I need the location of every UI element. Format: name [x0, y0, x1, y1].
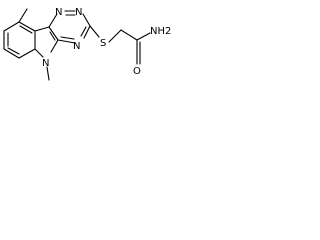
n-triazine-bottom-label: N	[73, 41, 80, 52]
double-bond	[80, 26, 87, 37]
bond-c-s	[89, 25, 100, 38]
bond	[18, 21, 36, 32]
bond	[57, 39, 76, 44]
chemical-structure-diagram: N N N N S NH2 O	[3, 7, 171, 81]
bond	[3, 48, 20, 59]
methyl-bond-top	[18, 8, 28, 23]
triazine-ring	[48, 10, 91, 44]
pyrrole-ring	[34, 26, 59, 58]
methyl-bond-n	[46, 66, 50, 81]
sulfur-label: S	[100, 38, 106, 49]
bond	[83, 25, 91, 39]
double-bond	[49, 31, 56, 41]
bond	[34, 26, 50, 32]
bond	[50, 39, 59, 53]
n-triazine-middle-label: N	[75, 7, 82, 18]
bond	[18, 48, 36, 59]
n-triazine-top-label: N	[55, 7, 62, 18]
bond	[48, 13, 58, 28]
double-bond	[19, 25, 33, 34]
bond-co-nh2	[136, 32, 151, 41]
amide-nitrogen-label: NH2	[150, 26, 171, 37]
benzene-ring	[3, 21, 36, 59]
double-bond	[7, 47, 20, 55]
n-indole-label: N	[42, 58, 49, 69]
carbonyl-oxygen-label: O	[133, 66, 141, 77]
bond	[34, 48, 44, 58]
bond	[48, 26, 59, 41]
double-bond	[60, 36, 75, 40]
bond	[3, 21, 20, 32]
bond	[82, 13, 91, 27]
bond-s-ch2	[108, 29, 122, 43]
bond-ch2-co	[120, 29, 138, 41]
